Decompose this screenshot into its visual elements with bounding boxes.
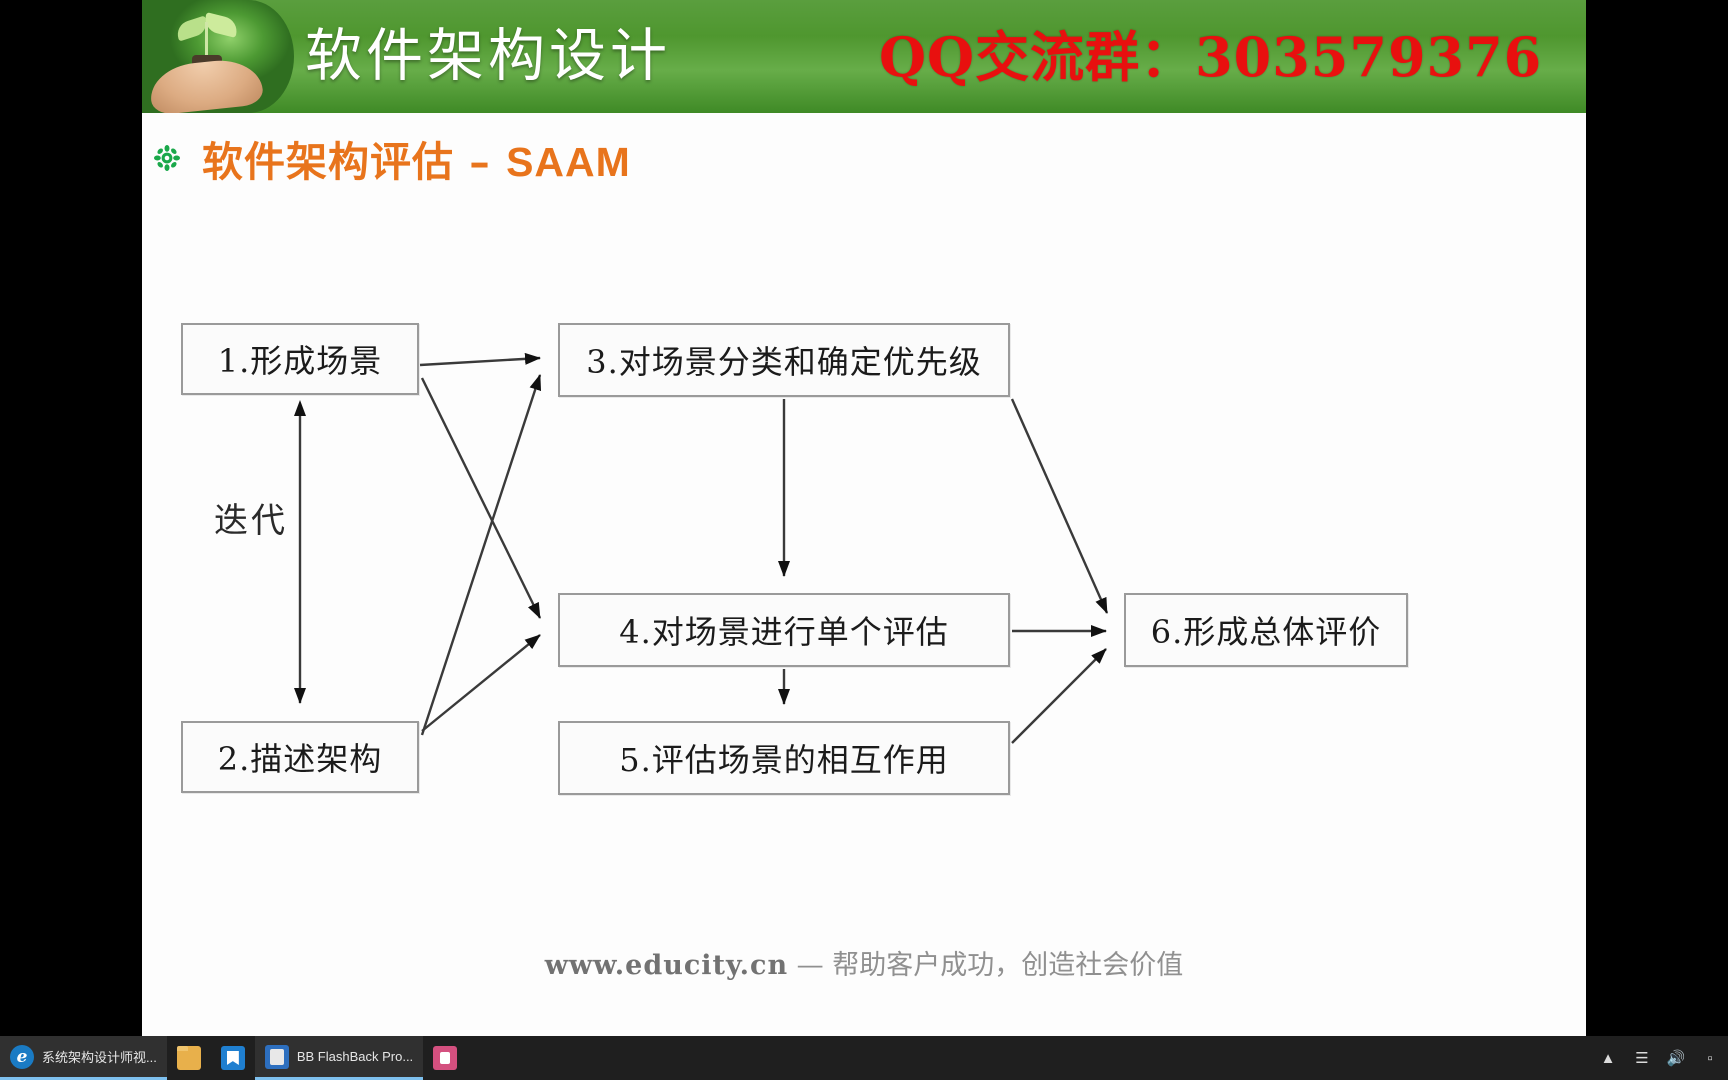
flowchart-node-6[interactable]: 6.形成总体评价: [1124, 593, 1408, 667]
page-title-latin: SAAM: [506, 139, 631, 185]
taskbar-item-browser[interactable]: e 系统架构设计师视...: [0, 1036, 167, 1080]
flowchart-node-2[interactable]: 2.描述架构: [181, 721, 419, 793]
slide-title-row: 软件架构评估 – SAAM: [154, 128, 631, 188]
footer-site: www.educity.cn: [544, 950, 789, 981]
flowchart-node-5[interactable]: 5.评估场景的相互作用: [558, 721, 1010, 795]
system-tray: ▲ ☰ 🔊 ▫: [1598, 1048, 1728, 1068]
stem-icon: [205, 22, 208, 58]
slide-body: 软件架构评估 – SAAM: [142, 113, 1586, 933]
microsoft-store-icon: [220, 1046, 245, 1070]
course-title: 软件架构设计: [305, 23, 671, 89]
volume-icon[interactable]: 🔊: [1666, 1050, 1686, 1067]
flowchart-node-3[interactable]: 3.对场景分类和确定优先级: [558, 323, 1010, 397]
network-icon[interactable]: ☰: [1635, 1050, 1649, 1067]
flowchart-node-1[interactable]: 1.形成场景: [181, 323, 419, 395]
flowchart-node-6-label: 6.形成总体评价: [1150, 613, 1382, 651]
flowchart-node-4-label: 4.对场景进行单个评估: [619, 613, 949, 651]
flowchart-connectors: [294, 352, 1109, 744]
sprout-in-hand-photo: [142, 0, 294, 113]
edge-browser-icon: e: [10, 1044, 34, 1069]
taskbar-item-pink-app[interactable]: [423, 1036, 467, 1080]
notification-icon[interactable]: ▫: [1707, 1049, 1713, 1067]
presentation-slide: 软件架构设计 QQ交流群：303579376: [142, 0, 1586, 1043]
slide-header-band: 软件架构设计 QQ交流群：303579376: [142, 0, 1586, 113]
footer-separator: —: [788, 950, 833, 981]
slide-footer: www.educity.cn — 帮助客户成功，创造社会价值: [142, 933, 1586, 1043]
taskbar-item-store[interactable]: [211, 1036, 255, 1080]
footer-text: www.educity.cn — 帮助客户成功，创造社会价值: [545, 943, 1184, 982]
bb-flashback-icon: [264, 1044, 289, 1069]
saam-flowchart: 1.形成场景 2.描述架构 3.对场景分类和确定优先级 4.对场景进行单个评估 …: [142, 283, 1586, 795]
page-title: 软件架构评估 – SAAM: [202, 128, 631, 188]
desktop-right-fill: [1586, 0, 1728, 1036]
chevron-up-icon[interactable]: ▲: [1600, 1049, 1616, 1067]
taskbar-item-explorer[interactable]: [167, 1036, 211, 1080]
iteration-label: 迭代: [214, 501, 288, 541]
footer-slogan: 帮助客户成功，创造社会价值: [832, 950, 1184, 981]
qq-group-text: QQ交流群：303579376: [879, 25, 1543, 89]
flowchart-node-5-label: 5.评估场景的相互作用: [619, 741, 949, 779]
flowchart-node-4[interactable]: 4.对场景进行单个评估: [558, 593, 1010, 667]
flowchart-node-2-label: 2.描述架构: [217, 740, 383, 778]
taskbar-item-flashback[interactable]: BB FlashBack Pro...: [254, 1036, 424, 1080]
windows-taskbar: e 系统架构设计师视... BB FlashBack Pro... ▲ ☰ 🔊 …: [0, 1036, 1728, 1080]
flowchart-node-3-label: 3.对场景分类和确定优先级: [586, 343, 982, 381]
flower-bullet-icon: [154, 145, 180, 171]
pink-app-icon: [433, 1046, 458, 1070]
taskbar-item-browser-label: 系统架构设计师视...: [42, 1050, 157, 1065]
taskbar-item-flashback-label: BB FlashBack Pro...: [296, 1049, 414, 1064]
page-title-dash: –: [469, 138, 507, 186]
desktop-left-fill: [0, 0, 142, 1036]
page-title-cn: 软件架构评估: [202, 138, 470, 186]
file-explorer-icon: [176, 1046, 201, 1070]
hand-icon: [147, 56, 265, 113]
flowchart-node-1-label: 1.形成场景: [217, 342, 383, 380]
